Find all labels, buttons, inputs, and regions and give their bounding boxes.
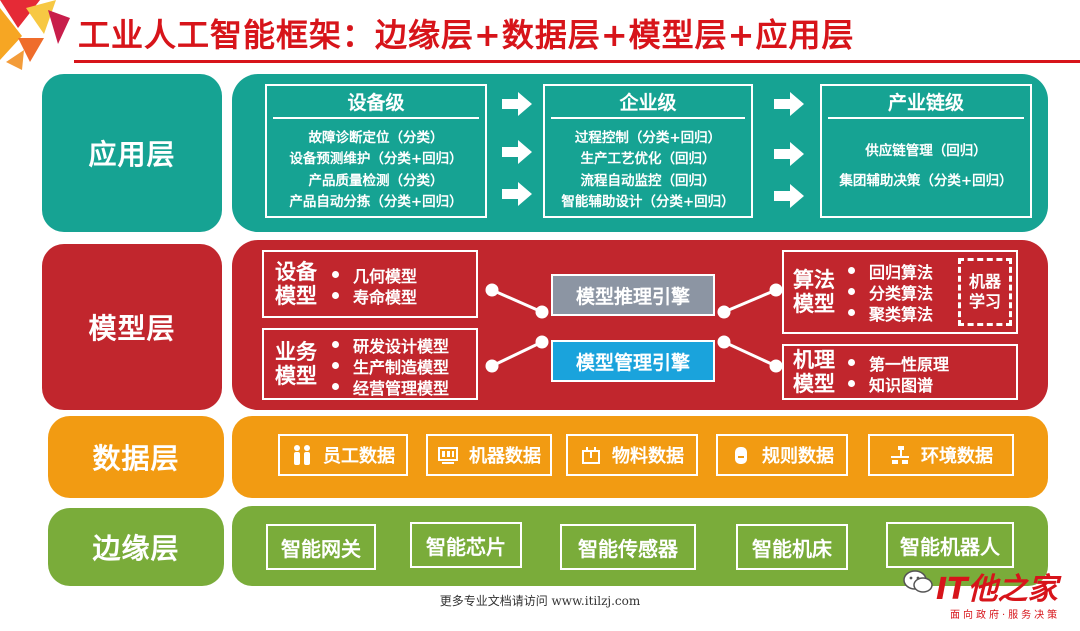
app-item: 过程控制（分类+回归） (574, 129, 722, 146)
bullet-icon (848, 267, 855, 274)
app-item: 产品质量检测（分类） (308, 172, 444, 189)
data-chip-label: 规则数据 (762, 446, 834, 467)
data-chip-rule: 规则数据 (716, 434, 848, 476)
wechat-icon (903, 570, 933, 593)
application-layer-label: 应用层 (42, 74, 222, 232)
arrow-right-icon (774, 184, 804, 208)
equipment-model-box: 设备 模型 几何模型 寿命模型 (262, 250, 478, 318)
list-item: 几何模型 (332, 264, 417, 286)
title-underline (74, 60, 1080, 63)
data-chip-label: 机器数据 (469, 446, 541, 467)
model-inference-engine: 模型推理引擎 (551, 274, 715, 316)
list-item: 生产制造模型 (332, 355, 449, 377)
data-chip-employee: 员工数据 (278, 434, 408, 476)
app-group-enterprise: 企业级 过程控制（分类+回归） 生产工艺优化（回归） 流程自动监控（回归） 智能… (543, 84, 753, 218)
edge-chip-robot: 智能机器人 (886, 522, 1014, 568)
edge-layer-label: 边缘层 (48, 508, 224, 586)
bullet-icon (332, 362, 339, 369)
arrow-right-icon (502, 92, 532, 116)
data-chip-material: 物料数据 (566, 434, 698, 476)
environment-icon (891, 446, 909, 464)
business-model-title: 业务 模型 (275, 340, 317, 388)
app-group-title: 产业链级 (887, 91, 964, 114)
bullet-icon (332, 383, 339, 390)
bullet-icon (332, 341, 339, 348)
data-chip-label: 环境数据 (921, 446, 993, 467)
arrow-right-icon (502, 182, 532, 206)
app-group-title: 设备级 (347, 91, 405, 114)
edge-chip-machine-tool: 智能机床 (736, 524, 848, 570)
rule-icon (735, 447, 747, 464)
bullet-icon (848, 309, 855, 316)
data-chip-machine: 机器数据 (426, 434, 552, 476)
edge-chip-chip: 智能芯片 (410, 522, 522, 568)
arrow-right-icon (774, 92, 804, 116)
bullet-icon (848, 288, 855, 295)
data-layer-label: 数据层 (48, 416, 224, 498)
mechanism-model-box: 机理 模型 第一性原理 知识图谱 (782, 344, 1018, 400)
application-layer-panel (232, 74, 1048, 232)
list-item: 聚类算法 (848, 302, 933, 324)
app-item: 流程自动监控（回归） (580, 172, 716, 189)
list-item: 经营管理模型 (332, 376, 449, 398)
page-title: 工业人工智能框架：边缘层+数据层+模型层+应用层 (78, 16, 855, 54)
people-icon (294, 445, 310, 465)
machine-learning-box: 机器 学习 (958, 258, 1012, 326)
list-item: 回归算法 (848, 260, 933, 282)
bullet-icon (332, 292, 339, 299)
data-layer-panel (232, 416, 1048, 498)
edge-chip-gateway: 智能网关 (266, 524, 376, 570)
edge-chip-sensor: 智能传感器 (560, 524, 696, 570)
logo-text: IT他之家 (936, 572, 1058, 607)
footer-text: 更多专业文档请访问 www.itilzj.com (439, 594, 641, 608)
equipment-model-title: 设备 模型 (275, 260, 317, 308)
mechanism-model-title: 机理 模型 (793, 348, 835, 396)
data-chip-label: 员工数据 (323, 446, 395, 467)
brand-logo: IT他之家 面向政府·服务决策 (894, 566, 1074, 628)
data-chip-environment: 环境数据 (868, 434, 1014, 476)
divider (551, 117, 745, 119)
app-group-industry-chain: 产业链级 供应链管理（回归） 集团辅助决策（分类+回归） (820, 84, 1032, 218)
business-model-box: 业务 模型 研发设计模型 生产制造模型 经营管理模型 (262, 328, 478, 400)
app-item: 集团辅助决策（分类+回归） (839, 172, 1013, 189)
list-item: 知识图谱 (848, 373, 949, 395)
app-item: 智能辅助设计（分类+回归） (561, 194, 735, 211)
data-chip-label: 物料数据 (612, 446, 684, 467)
app-item: 故障诊断定位（分类） (308, 129, 444, 146)
model-management-engine: 模型管理引擎 (551, 340, 715, 382)
bullet-icon (848, 359, 855, 366)
divider (828, 117, 1024, 119)
arrow-right-icon (502, 140, 532, 164)
list-item: 寿命模型 (332, 285, 417, 307)
app-item: 生产工艺优化（回归） (580, 151, 716, 168)
corner-decoration-icon (0, 0, 70, 70)
bullet-icon (848, 380, 855, 387)
list-item: 分类算法 (848, 281, 933, 303)
divider (273, 117, 479, 119)
app-item: 产品自动分拣（分类+回归） (289, 194, 463, 211)
machine-icon (438, 447, 458, 464)
list-item: 第一性原理 (848, 352, 949, 374)
app-group-title: 企业级 (619, 91, 677, 114)
bullet-icon (332, 271, 339, 278)
algorithm-model-title: 算法 模型 (793, 268, 835, 316)
model-layer-label: 模型层 (42, 244, 222, 410)
list-item: 研发设计模型 (332, 334, 449, 356)
algorithm-model-box: 算法 模型 回归算法 分类算法 聚类算法 机器 学习 (782, 250, 1018, 334)
engine-connector-lines (485, 283, 783, 373)
logo-tagline: 面向政府·服务决策 (950, 610, 1061, 621)
arrow-right-icon (774, 142, 804, 166)
app-item: 设备预测维护（分类+回归） (289, 151, 463, 168)
app-item: 供应链管理（回归） (865, 143, 987, 160)
app-group-equipment: 设备级 故障诊断定位（分类） 设备预测维护（分类+回归） 产品质量检测（分类） … (265, 84, 487, 218)
material-icon (582, 447, 600, 464)
